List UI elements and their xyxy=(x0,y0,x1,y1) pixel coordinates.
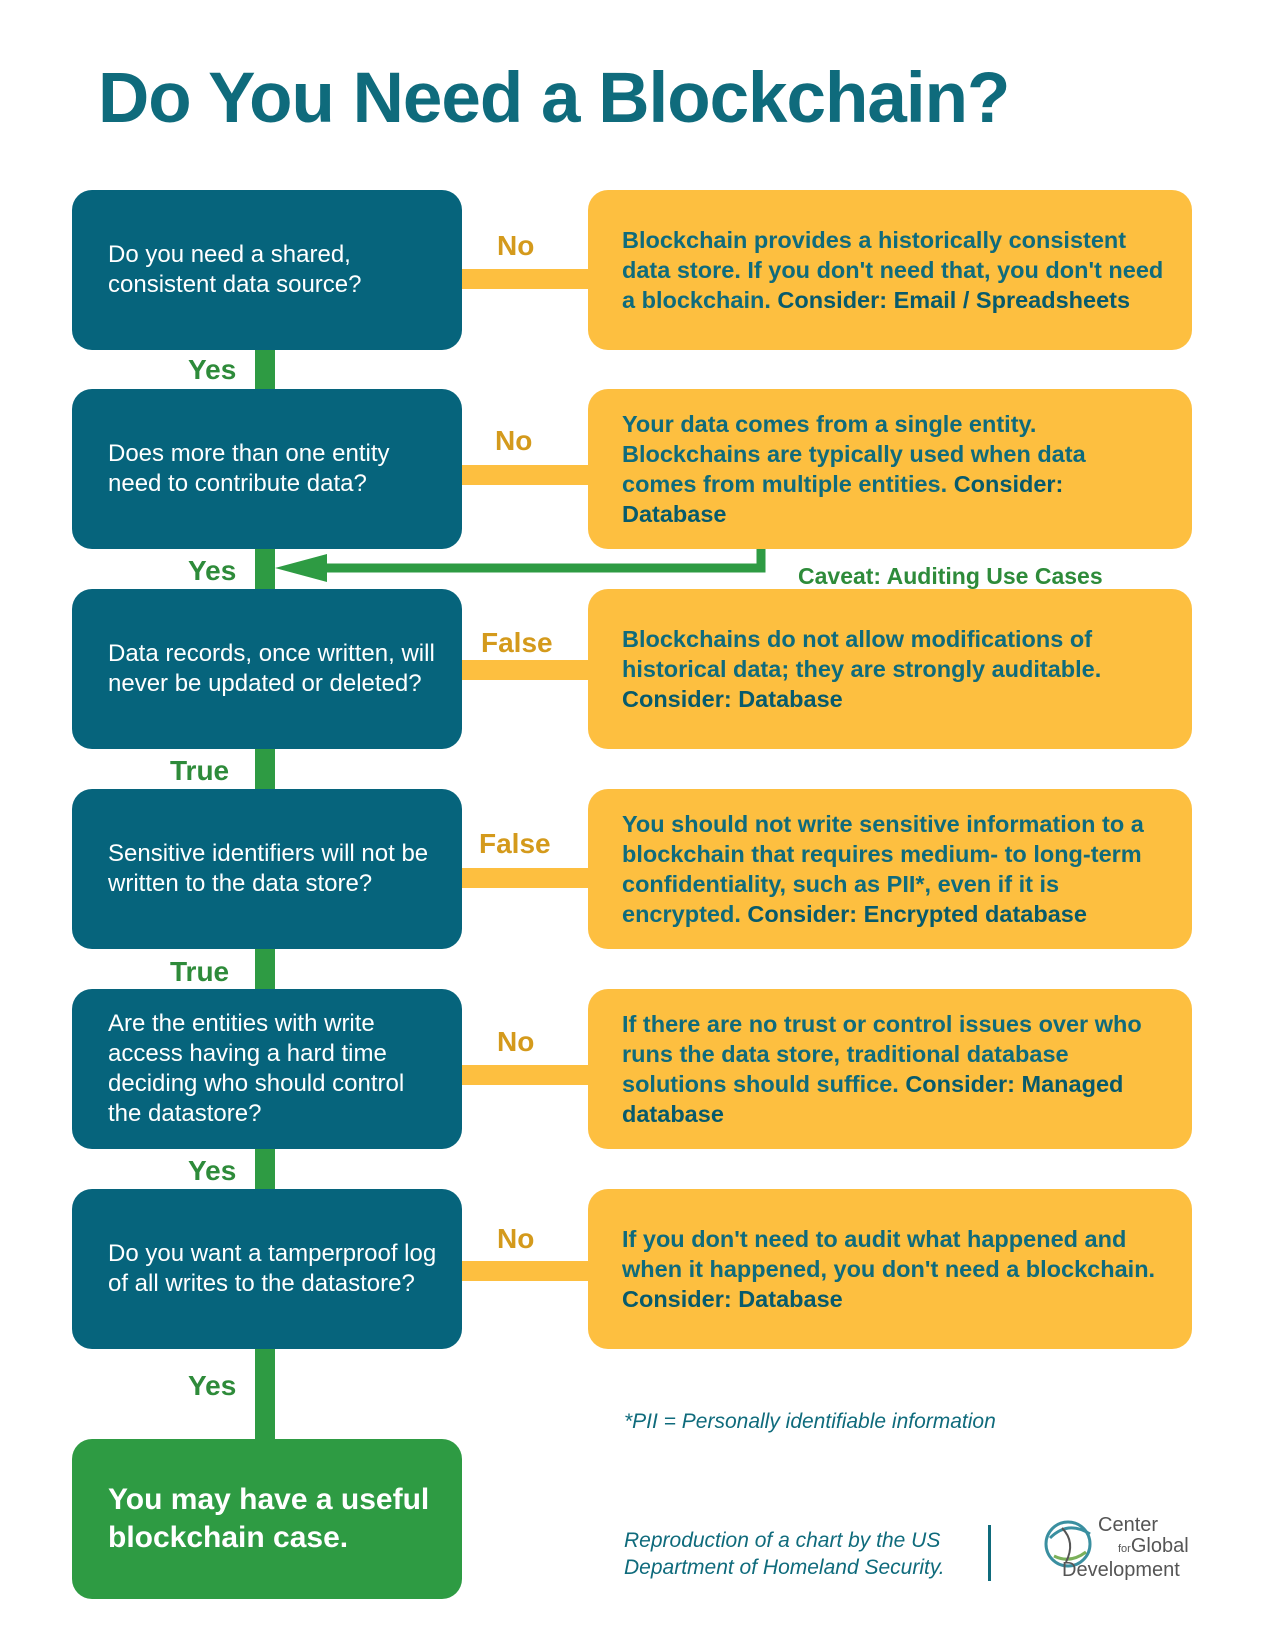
no-label-1: No xyxy=(497,230,535,261)
false-label-4: False xyxy=(479,828,551,859)
logo-line-2: forGlobal xyxy=(1062,1536,1189,1560)
yes-connector-2 xyxy=(255,547,275,599)
final-result-text: You may have a useful blockchain case. xyxy=(108,1483,430,1554)
footer-divider xyxy=(988,1525,991,1581)
page-title: Do You Need a Blockchain? xyxy=(98,59,1010,138)
true-label-4: True xyxy=(170,956,230,987)
yes-label-1: Yes xyxy=(188,354,237,385)
answer-text: If there are no trust or control issues … xyxy=(622,1011,1142,1097)
yes-connector-1 xyxy=(255,347,275,399)
question-box-6: Do you want a tamperproof log of all wri… xyxy=(72,1189,462,1349)
answer-box-1: Blockchain provides a historically consi… xyxy=(588,190,1192,350)
answer-consider: Consider: Encrypted database xyxy=(747,901,1087,927)
no-label-5: No xyxy=(497,1026,535,1057)
yes-connector-3 xyxy=(255,747,275,799)
logo-wordmark: Center forGlobal Development xyxy=(1062,1515,1189,1581)
logo-line-2-text: Global xyxy=(1130,1535,1189,1557)
question-box-2: Does more than one entity need to contri… xyxy=(72,389,462,549)
question-text: Do you want a tamperproof log of all wri… xyxy=(108,1240,437,1297)
answer-box-2: Your data comes from a single entity. Bl… xyxy=(588,389,1192,549)
answer-text: You should not write sensitive informati… xyxy=(622,811,1144,927)
logo-line-1: Center xyxy=(1098,1514,1159,1536)
question-box-1: Do you need a shared, consistent data so… xyxy=(72,190,462,350)
attribution: Reproduction of a chart by the US Depart… xyxy=(624,1529,945,1579)
false-label-3: False xyxy=(481,627,553,658)
answer-consider: Consider: Database xyxy=(622,471,1064,527)
question-text: Sensitive identifiers will not be writte… xyxy=(108,840,429,897)
no-label-6: No xyxy=(497,1223,535,1254)
yes-label-2: Yes xyxy=(188,555,237,586)
question-box-3: Data records, once written, will never b… xyxy=(72,589,462,749)
answer-consider: Consider: Database xyxy=(622,686,843,712)
logo-line-3: Development xyxy=(1062,1559,1180,1581)
logo-for: for xyxy=(1118,1543,1131,1555)
question-text: Does more than one entity need to contri… xyxy=(108,440,390,497)
question-box-4: Sensitive identifiers will not be writte… xyxy=(72,789,462,949)
no-connector-3 xyxy=(462,660,588,680)
no-connector-4 xyxy=(462,868,588,888)
question-text: Data records, once written, will never b… xyxy=(108,640,435,697)
no-connector-5 xyxy=(462,1065,588,1085)
answer-box-4: You should not write sensitive informati… xyxy=(588,789,1192,949)
no-connector-6 xyxy=(462,1261,588,1281)
footnote: *PII = Personally identifiable informati… xyxy=(624,1410,996,1433)
yes-label-6: Yes xyxy=(188,1370,237,1401)
true-label-3: True xyxy=(170,755,230,786)
answer-box-3: Blockchains do not allow modifications o… xyxy=(588,589,1192,749)
answer-consider: Consider: Database xyxy=(622,1286,843,1312)
question-text: Do you need a shared, consistent data so… xyxy=(108,241,362,298)
final-result-box: You may have a useful blockchain case. xyxy=(72,1439,462,1599)
answer-box-5: If there are no trust or control issues … xyxy=(588,989,1192,1149)
answer-text: Blockchain provides a historically consi… xyxy=(622,227,1164,313)
yes-label-5: Yes xyxy=(188,1155,237,1186)
question-text: Are the entities with write access havin… xyxy=(108,1010,405,1127)
answer-text: Your data comes from a single entity. Bl… xyxy=(622,411,1086,497)
no-label-2: No xyxy=(495,425,533,456)
caveat-label: Caveat: Auditing Use Cases xyxy=(798,563,1103,589)
globe-logo-icon xyxy=(1044,1520,1092,1568)
question-box-5: Are the entities with write access havin… xyxy=(72,989,462,1149)
no-connector-1 xyxy=(462,269,588,289)
no-connector-2 xyxy=(462,465,588,485)
answer-consider: Consider: Email / Spreadsheets xyxy=(777,287,1131,313)
answer-consider: Consider: Managed database xyxy=(622,1071,1124,1127)
yes-connector-4 xyxy=(255,947,275,999)
yes-connector-6 xyxy=(255,1347,275,1439)
answer-text: Blockchains do not allow modifications o… xyxy=(622,626,1102,682)
answer-text: If you don't need to audit what happened… xyxy=(622,1226,1156,1282)
yes-connector-5 xyxy=(255,1147,275,1199)
answer-box-6: If you don't need to audit what happened… xyxy=(588,1189,1192,1349)
